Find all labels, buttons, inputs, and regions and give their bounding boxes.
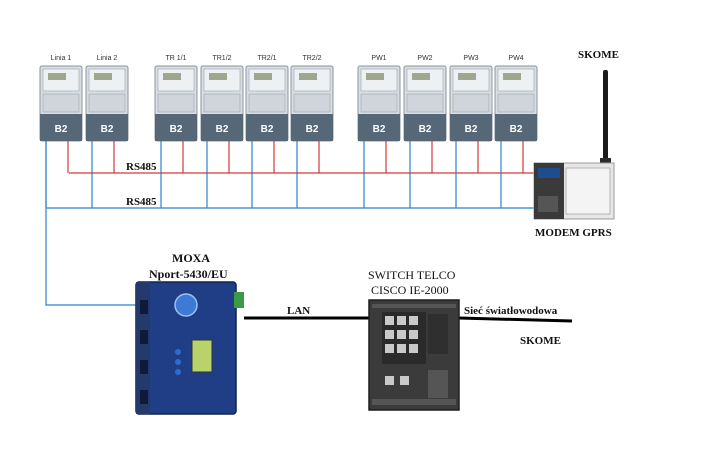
skome-label-bottom: SKOME: [520, 335, 561, 347]
moxa-label: MOXA: [172, 251, 210, 265]
meter-name-label: PW3: [463, 55, 478, 62]
fiber-line: [458, 316, 573, 323]
meter-name-label: PW1: [371, 55, 386, 62]
cisco-switch-device: [368, 299, 460, 411]
meter-badge: B2: [261, 124, 274, 135]
meter-badge: B2: [373, 124, 386, 135]
skome-label-top: SKOME: [578, 49, 619, 61]
meter-badge: B2: [419, 124, 432, 135]
energy-meter: TR1/2B2: [200, 55, 244, 142]
rs485-to-moxa-line: [45, 141, 136, 306]
meter-name-label: TR 1/1: [165, 55, 186, 62]
rs485-label-top: RS485: [126, 161, 157, 173]
meter-name-label: TR1/2: [212, 55, 231, 62]
meter-badge: B2: [306, 124, 319, 135]
meter-badge: B2: [216, 124, 229, 135]
meter-name-label: Linia 1: [51, 55, 72, 62]
meter-badge: B2: [170, 124, 183, 135]
lan-label: LAN: [287, 305, 310, 317]
wiring: [45, 141, 573, 323]
meter-badge: B2: [55, 124, 68, 135]
energy-meter: Linia 1 B2: [39, 55, 83, 142]
gprs-modem: [533, 70, 615, 220]
meter-name-label: TR2/1: [257, 55, 276, 62]
meter-name-label: PW2: [417, 55, 432, 62]
modem-gprs-label: MODEM GPRS: [535, 227, 612, 239]
energy-meter: TR2/1B2: [245, 55, 289, 142]
antenna-icon: [603, 70, 608, 162]
moxa-logo-icon: [174, 293, 198, 317]
moxa-nport-device: [135, 281, 244, 415]
meter-name-label: TR2/2: [302, 55, 321, 62]
meter-badge: B2: [465, 124, 478, 135]
meter-name-label: PW4: [508, 55, 523, 62]
power-terminal-icon: [234, 292, 244, 308]
meter-badge: B2: [510, 124, 523, 135]
switch-label: SWITCH TELCO: [368, 268, 456, 282]
meter-badge: B2: [101, 124, 114, 135]
meter-name-label: Linia 2: [97, 55, 118, 62]
energy-meter: TR2/2B2: [290, 55, 334, 142]
moxa-model-label: Nport-5430/EU: [149, 267, 228, 281]
rs485-label-bottom: RS485: [126, 196, 157, 208]
energy-meter: TR 1/1B2: [154, 55, 198, 142]
switch-model-label: CISCO IE-2000: [371, 283, 449, 297]
energy-meter: Linia 2 B2: [85, 55, 129, 142]
fiber-label: Sieć światłowodowa: [464, 305, 558, 317]
